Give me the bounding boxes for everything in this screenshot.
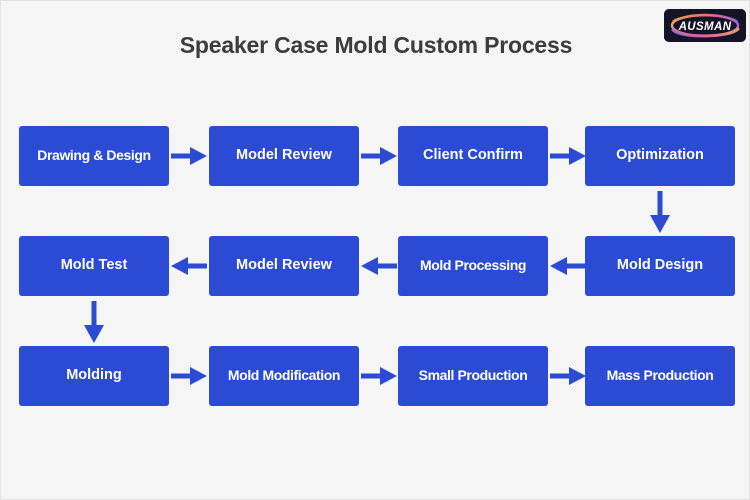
flow-step-small-production[interactable]: Small Production (398, 346, 548, 406)
arrow-left-r2-3 (550, 256, 586, 276)
flow-step-label: Mold Modification (227, 367, 341, 384)
arrow-down-mold-test-to-molding (83, 301, 105, 343)
flow-step-label: Small Production (418, 367, 528, 384)
flow-step-label: Model Review (236, 147, 332, 164)
flow-step-model-review-1[interactable]: Model Review (209, 126, 359, 186)
flow-step-label: Client Confirm (423, 147, 523, 164)
flow-step-label: Mold Design (616, 257, 704, 274)
arrow-right-r3-2 (361, 366, 397, 386)
flow-step-mold-test[interactable]: Mold Test (19, 236, 169, 296)
flow-step-label: Optimization (616, 147, 704, 164)
arrow-left-r2-2 (361, 256, 397, 276)
arrow-right-r3-3 (550, 366, 586, 386)
page-title: Speaker Case Mold Custom Process (179, 32, 573, 58)
flow-step-label: Mass Production (606, 367, 714, 384)
flow-step-client-confirm[interactable]: Client Confirm (398, 126, 548, 186)
arrow-left-r2-1 (171, 256, 207, 276)
ausman-logo: AUSMAN (664, 9, 746, 42)
flow-step-label: Molding (66, 367, 122, 384)
flow-step-mold-processing[interactable]: Mold Processing (398, 236, 548, 296)
flow-step-label: Mold Processing (419, 257, 527, 274)
flow-step-optimization[interactable]: Optimization (585, 126, 735, 186)
arrow-right-r1-3 (550, 146, 586, 166)
svg-text:AUSMAN: AUSMAN (678, 21, 732, 33)
flow-step-mold-modification[interactable]: Mold Modification (209, 346, 359, 406)
arrow-right-r3-1 (171, 366, 207, 386)
flow-step-model-review-2[interactable]: Model Review (209, 236, 359, 296)
arrow-down-optimization-to-mold-design (649, 191, 671, 233)
flow-step-mass-production[interactable]: Mass Production (585, 346, 735, 406)
flow-step-label: Mold Test (60, 257, 128, 274)
flow-step-mold-design[interactable]: Mold Design (585, 236, 735, 296)
flow-step-molding[interactable]: Molding (19, 346, 169, 406)
arrow-right-r1-1 (171, 146, 207, 166)
flow-step-label: Drawing & Design (37, 147, 151, 164)
arrow-right-r1-2 (361, 146, 397, 166)
flow-step-label: Model Review (236, 257, 332, 274)
flow-step-drawing-and-design[interactable]: Drawing & Design (19, 126, 169, 186)
